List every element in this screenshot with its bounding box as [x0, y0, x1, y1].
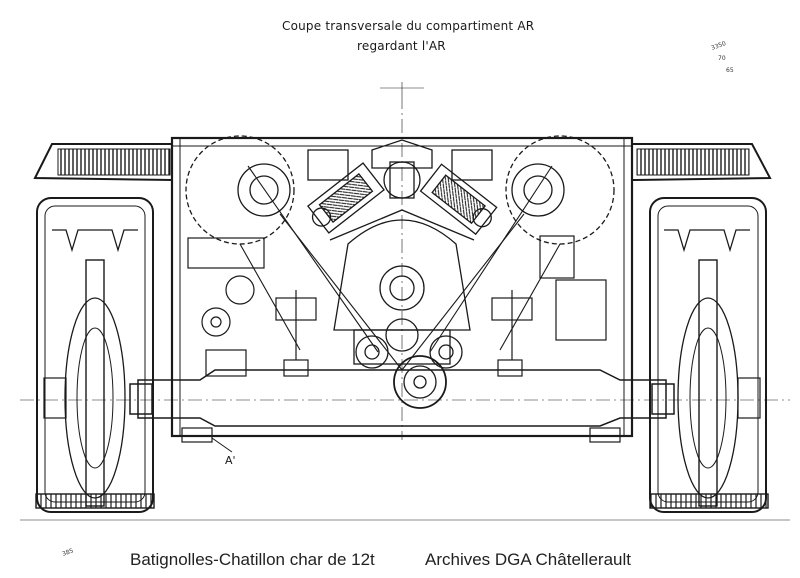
- right-track-wheel: [649, 197, 769, 513]
- image-caption: Batignolles-Chatillon char de 12t Archiv…: [0, 546, 800, 576]
- left-radiator-grille: [33, 143, 173, 182]
- title-line-1: Coupe transversale du compartiment AR: [282, 19, 534, 33]
- left-track-wheel: [35, 197, 155, 513]
- section-callout: A': [211, 437, 236, 467]
- right-auxiliaries: [491, 235, 607, 377]
- drive-belts: [239, 165, 561, 371]
- caption-vehicle: Batignolles-Chatillon char de 12t: [130, 550, 375, 569]
- corner-note-3: 65: [726, 67, 734, 74]
- center-lines: [20, 82, 790, 521]
- fan-housings: [185, 135, 615, 245]
- right-radiator-grille: [631, 143, 772, 182]
- caption-source: Archives DGA Châtellerault: [425, 550, 631, 569]
- title-line-2: regardant l'AR: [357, 39, 446, 53]
- hull-outline: [170, 136, 634, 443]
- corner-note-2: 70: [718, 55, 726, 62]
- v-engine-cylinders: [307, 139, 498, 241]
- left-auxiliaries: [187, 237, 317, 377]
- small-mark: 385: [61, 547, 74, 558]
- callout-label: A': [225, 454, 236, 467]
- corner-note-1: 3350: [710, 40, 727, 52]
